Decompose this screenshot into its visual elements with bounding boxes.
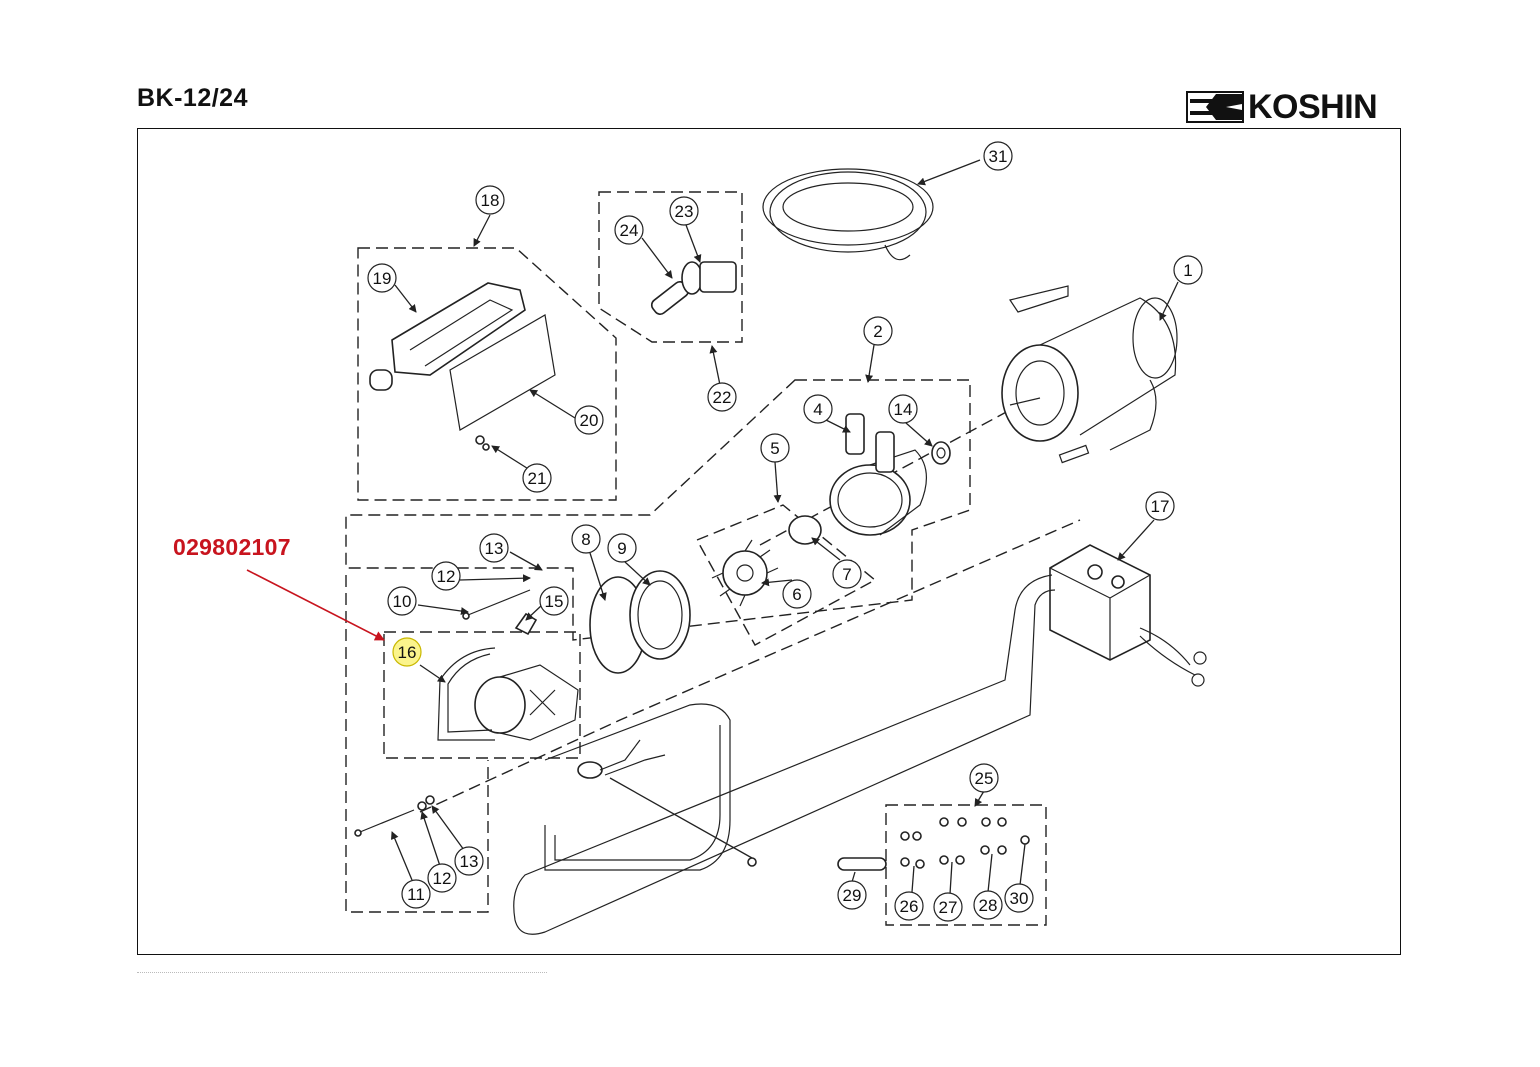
- callout-12-upper: 12: [431, 561, 461, 591]
- callout-16-highlighted: 16: [392, 637, 422, 667]
- svg-text:6: 6: [792, 585, 801, 604]
- brand-name: KOSHIN: [1248, 88, 1378, 126]
- model-title: BK-12/24: [137, 84, 248, 112]
- svg-text:30: 30: [1010, 889, 1029, 908]
- svg-text:10: 10: [393, 592, 412, 611]
- svg-text:9: 9: [617, 539, 626, 558]
- callout-14: 14: [888, 394, 918, 424]
- svg-text:12: 12: [433, 869, 452, 888]
- highlighted-part-number: 029802107: [173, 534, 291, 560]
- svg-text:19: 19: [373, 269, 392, 288]
- leader-lines: [246, 159, 1179, 895]
- svg-text:25: 25: [975, 769, 994, 788]
- svg-text:23: 23: [675, 202, 694, 221]
- callout-17: 17: [1145, 491, 1175, 521]
- svg-text:26: 26: [900, 897, 919, 916]
- svg-text:1: 1: [1183, 261, 1192, 280]
- group-2-box: [345, 379, 971, 641]
- svg-text:18: 18: [481, 191, 500, 210]
- callout-1: 1: [1173, 255, 1203, 285]
- callout-20: 20: [574, 405, 604, 435]
- callout-15: 15: [539, 586, 569, 616]
- callout-24: 24: [614, 215, 644, 245]
- callout-9: 9: [607, 533, 637, 563]
- group-18-box: [357, 247, 617, 501]
- svg-text:24: 24: [620, 221, 639, 240]
- svg-text:17: 17: [1151, 497, 1170, 516]
- svg-text:11: 11: [407, 885, 425, 904]
- svg-text:27: 27: [939, 898, 958, 917]
- svg-text:7: 7: [842, 565, 851, 584]
- group-22-box: [598, 191, 743, 343]
- callout-26: 26: [894, 891, 924, 921]
- callout-28: 28: [973, 890, 1003, 920]
- part-17-control-box: [1049, 544, 1207, 687]
- callout-18: 18: [475, 185, 505, 215]
- group-16-box: [383, 631, 581, 759]
- svg-text:4: 4: [813, 400, 822, 419]
- callout-29: 29: [837, 880, 867, 910]
- group-25-box: [885, 804, 1047, 926]
- svg-text:20: 20: [580, 411, 599, 430]
- part-30-hose-coil: [762, 168, 934, 261]
- callout-23: 23: [669, 196, 699, 226]
- callout-27: 27: [933, 892, 963, 922]
- part-18-panel-assembly: [369, 282, 556, 451]
- callout-13-upper: 13: [479, 533, 509, 563]
- callout-4: 4: [803, 394, 833, 424]
- callout-5: 5: [760, 433, 790, 463]
- callout-7: 7: [832, 559, 862, 589]
- part-22-fitting: [650, 261, 737, 315]
- callout-12-lower: 12: [427, 863, 457, 893]
- part-6-impeller: [711, 539, 779, 607]
- svg-text:29: 29: [843, 886, 862, 905]
- callouts: 31 1 2 4 14 5 6 7 8 9 13 12 10 15 16 11 …: [367, 141, 1203, 922]
- svg-text:21: 21: [528, 469, 547, 488]
- callout-8: 8: [571, 524, 601, 554]
- svg-text:5: 5: [770, 439, 779, 458]
- callout-10: 10: [387, 586, 417, 616]
- part-11-long-screw: [354, 795, 435, 837]
- footnote-rule: [137, 972, 547, 979]
- svg-text:13: 13: [460, 852, 479, 871]
- assembly-axis-line: [419, 519, 1081, 813]
- part-25-screw-kit: [837, 817, 1030, 871]
- svg-text:2: 2: [873, 322, 882, 341]
- svg-text:22: 22: [713, 388, 732, 407]
- svg-text:31: 31: [989, 147, 1008, 166]
- svg-text:13: 13: [485, 539, 504, 558]
- callout-19: 19: [367, 263, 397, 293]
- koshin-logo-mark-icon: [1186, 91, 1244, 123]
- svg-text:28: 28: [979, 896, 998, 915]
- part-14-seal: [931, 441, 951, 465]
- koshin-logo: KOSHIN: [1186, 88, 1378, 126]
- callout-21: 21: [522, 463, 552, 493]
- callout-30: 31: [983, 141, 1013, 171]
- group-11-box: [345, 575, 489, 913]
- svg-text:8: 8: [581, 530, 590, 549]
- part-7-wear-plate: [788, 515, 822, 545]
- part-16-bypass-assembly: [437, 647, 579, 741]
- part-15-clip: [514, 612, 538, 636]
- group-boxes: [345, 191, 1081, 926]
- callout-25: 25: [969, 763, 999, 793]
- svg-text:12: 12: [437, 567, 456, 586]
- callout-22: 22: [707, 382, 737, 412]
- callout-6: 6: [782, 579, 812, 609]
- svg-text:14: 14: [894, 400, 913, 419]
- svg-text:16: 16: [398, 643, 417, 662]
- part-cable-and-wiring: [513, 574, 1056, 935]
- callout-2: 2: [863, 316, 893, 346]
- callout-13-lower: 13: [454, 846, 484, 876]
- callout-11: 11: [401, 879, 431, 909]
- part-10-screw: [462, 589, 531, 620]
- group-5-box: [696, 504, 877, 646]
- part-1-motor: [1001, 285, 1178, 464]
- callout-31: 30: [1004, 883, 1034, 913]
- svg-text:15: 15: [545, 592, 564, 611]
- part-9-gasket: [629, 570, 691, 660]
- part-2-pump-housing: [829, 413, 927, 536]
